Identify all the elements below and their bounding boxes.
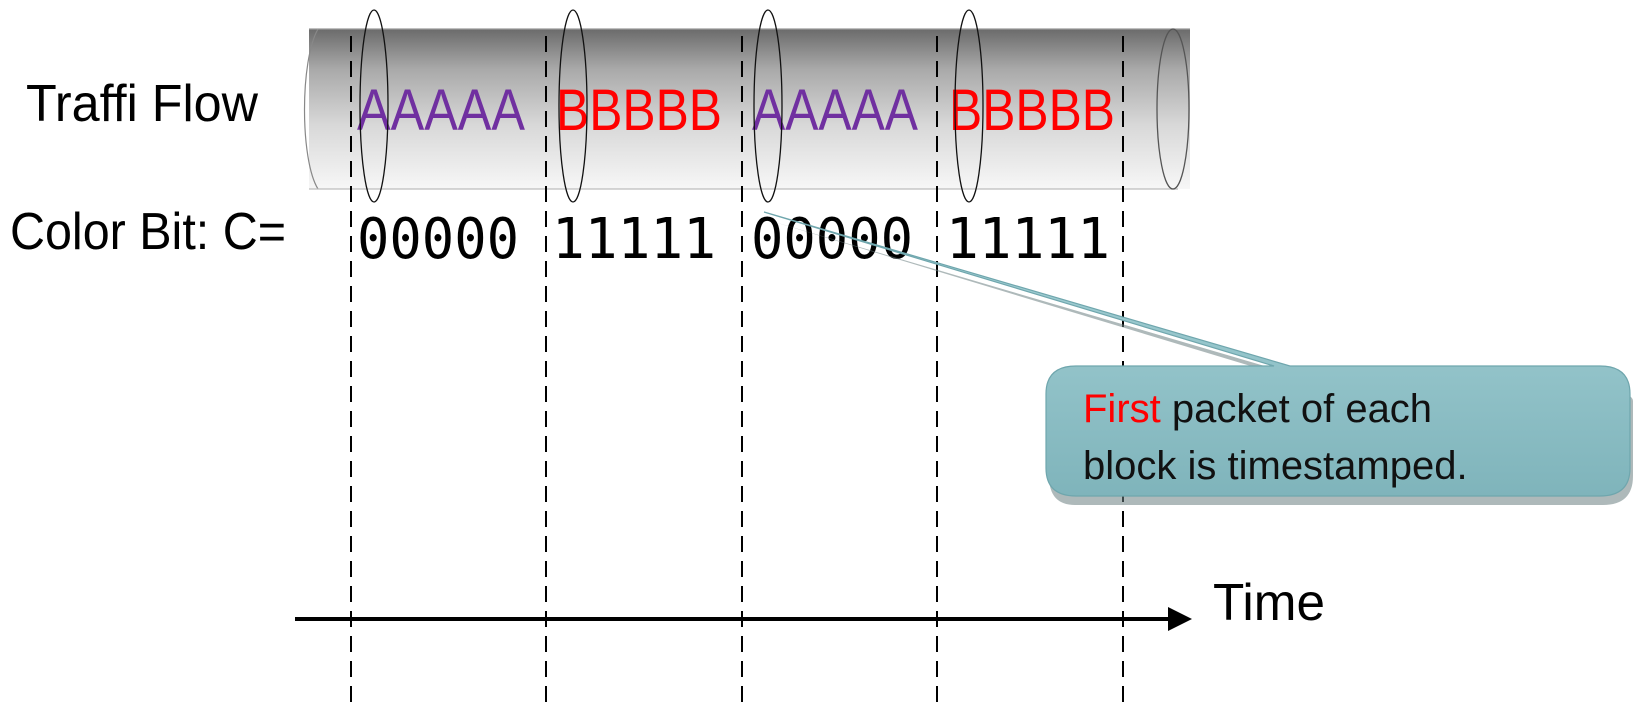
- first-packet-ring: [954, 9, 984, 203]
- time-axis: Time: [295, 574, 1325, 632]
- first-packet-ring: [359, 9, 389, 203]
- packet-block-a: AAAAA: [357, 78, 525, 143]
- callout-highlight: First: [1083, 387, 1161, 431]
- first-packet-markers: [359, 9, 984, 203]
- color-bits-value: 00000: [357, 207, 519, 272]
- color-bits-value: 11111: [946, 207, 1110, 272]
- first-packet-ring: [753, 9, 783, 203]
- color-bits: 00000 11111 00000 11111: [357, 207, 1110, 272]
- callout-line-1: First packet of each: [1083, 387, 1432, 431]
- time-label: Time: [1213, 574, 1325, 632]
- color-bits-value: 00000: [751, 207, 913, 272]
- first-packet-ring: [558, 9, 588, 203]
- callout-line-1-rest: packet of each: [1161, 387, 1432, 431]
- traffic-flow-label: Traffi Flow: [26, 75, 258, 133]
- packet-block-b: BBBBB: [949, 78, 1115, 143]
- packet-blocks: AAAAA BBBBB AAAAA BBBBB: [357, 78, 1115, 143]
- callout-bubble: [763, 211, 1631, 497]
- traffic-pipe: [303, 28, 1190, 190]
- timestamp-callout: First packet of each block is timestampe…: [763, 211, 1633, 505]
- time-arrow-head: [1168, 607, 1192, 631]
- packet-block-a: AAAAA: [752, 78, 918, 143]
- callout-line-2: block is timestamped.: [1083, 444, 1468, 488]
- packet-block-b: BBBBB: [556, 78, 722, 143]
- pipe-end-ellipse: [1156, 28, 1190, 190]
- color-bits-value: 11111: [552, 207, 716, 272]
- color-bit-label: Color Bit: C=: [10, 203, 286, 261]
